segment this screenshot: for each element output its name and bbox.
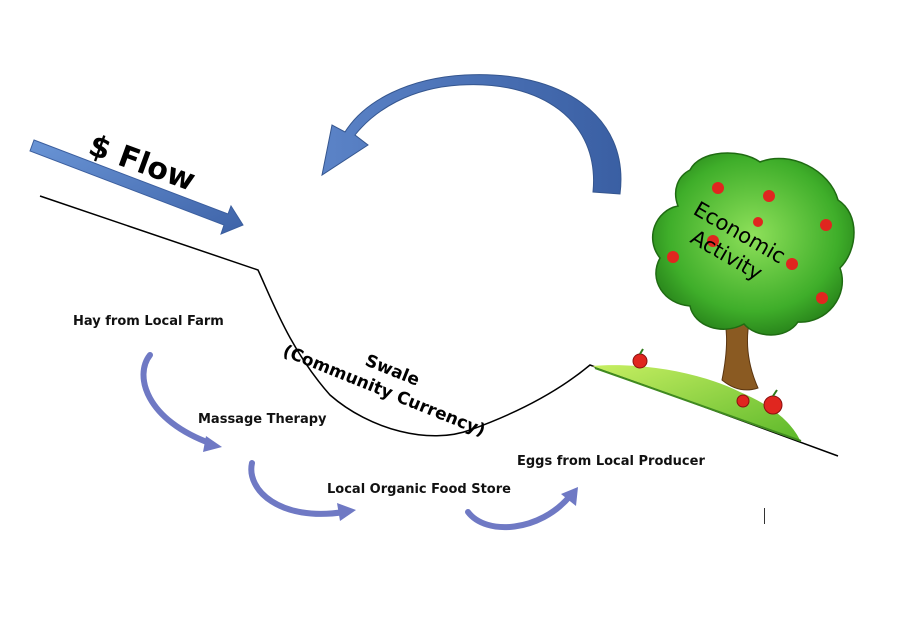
step-arrow-icon bbox=[140, 352, 222, 452]
swale-line bbox=[39, 195, 839, 457]
text-cursor bbox=[764, 508, 765, 524]
step-label: Hay from Local Farm bbox=[73, 314, 224, 329]
fallen-apples-icon bbox=[632, 348, 783, 415]
step-arrow-icon bbox=[465, 487, 578, 531]
step-label: Massage Therapy bbox=[198, 412, 327, 427]
step-arrow-icon bbox=[248, 460, 356, 521]
apple-tree-icon bbox=[651, 152, 855, 391]
grass-patch bbox=[592, 365, 802, 442]
curved-arrow-icon bbox=[321, 74, 622, 195]
step-label: Local Organic Food Store bbox=[327, 482, 511, 497]
step-label: Eggs from Local Producer bbox=[517, 454, 705, 469]
flow-arrow-icon bbox=[29, 139, 244, 235]
